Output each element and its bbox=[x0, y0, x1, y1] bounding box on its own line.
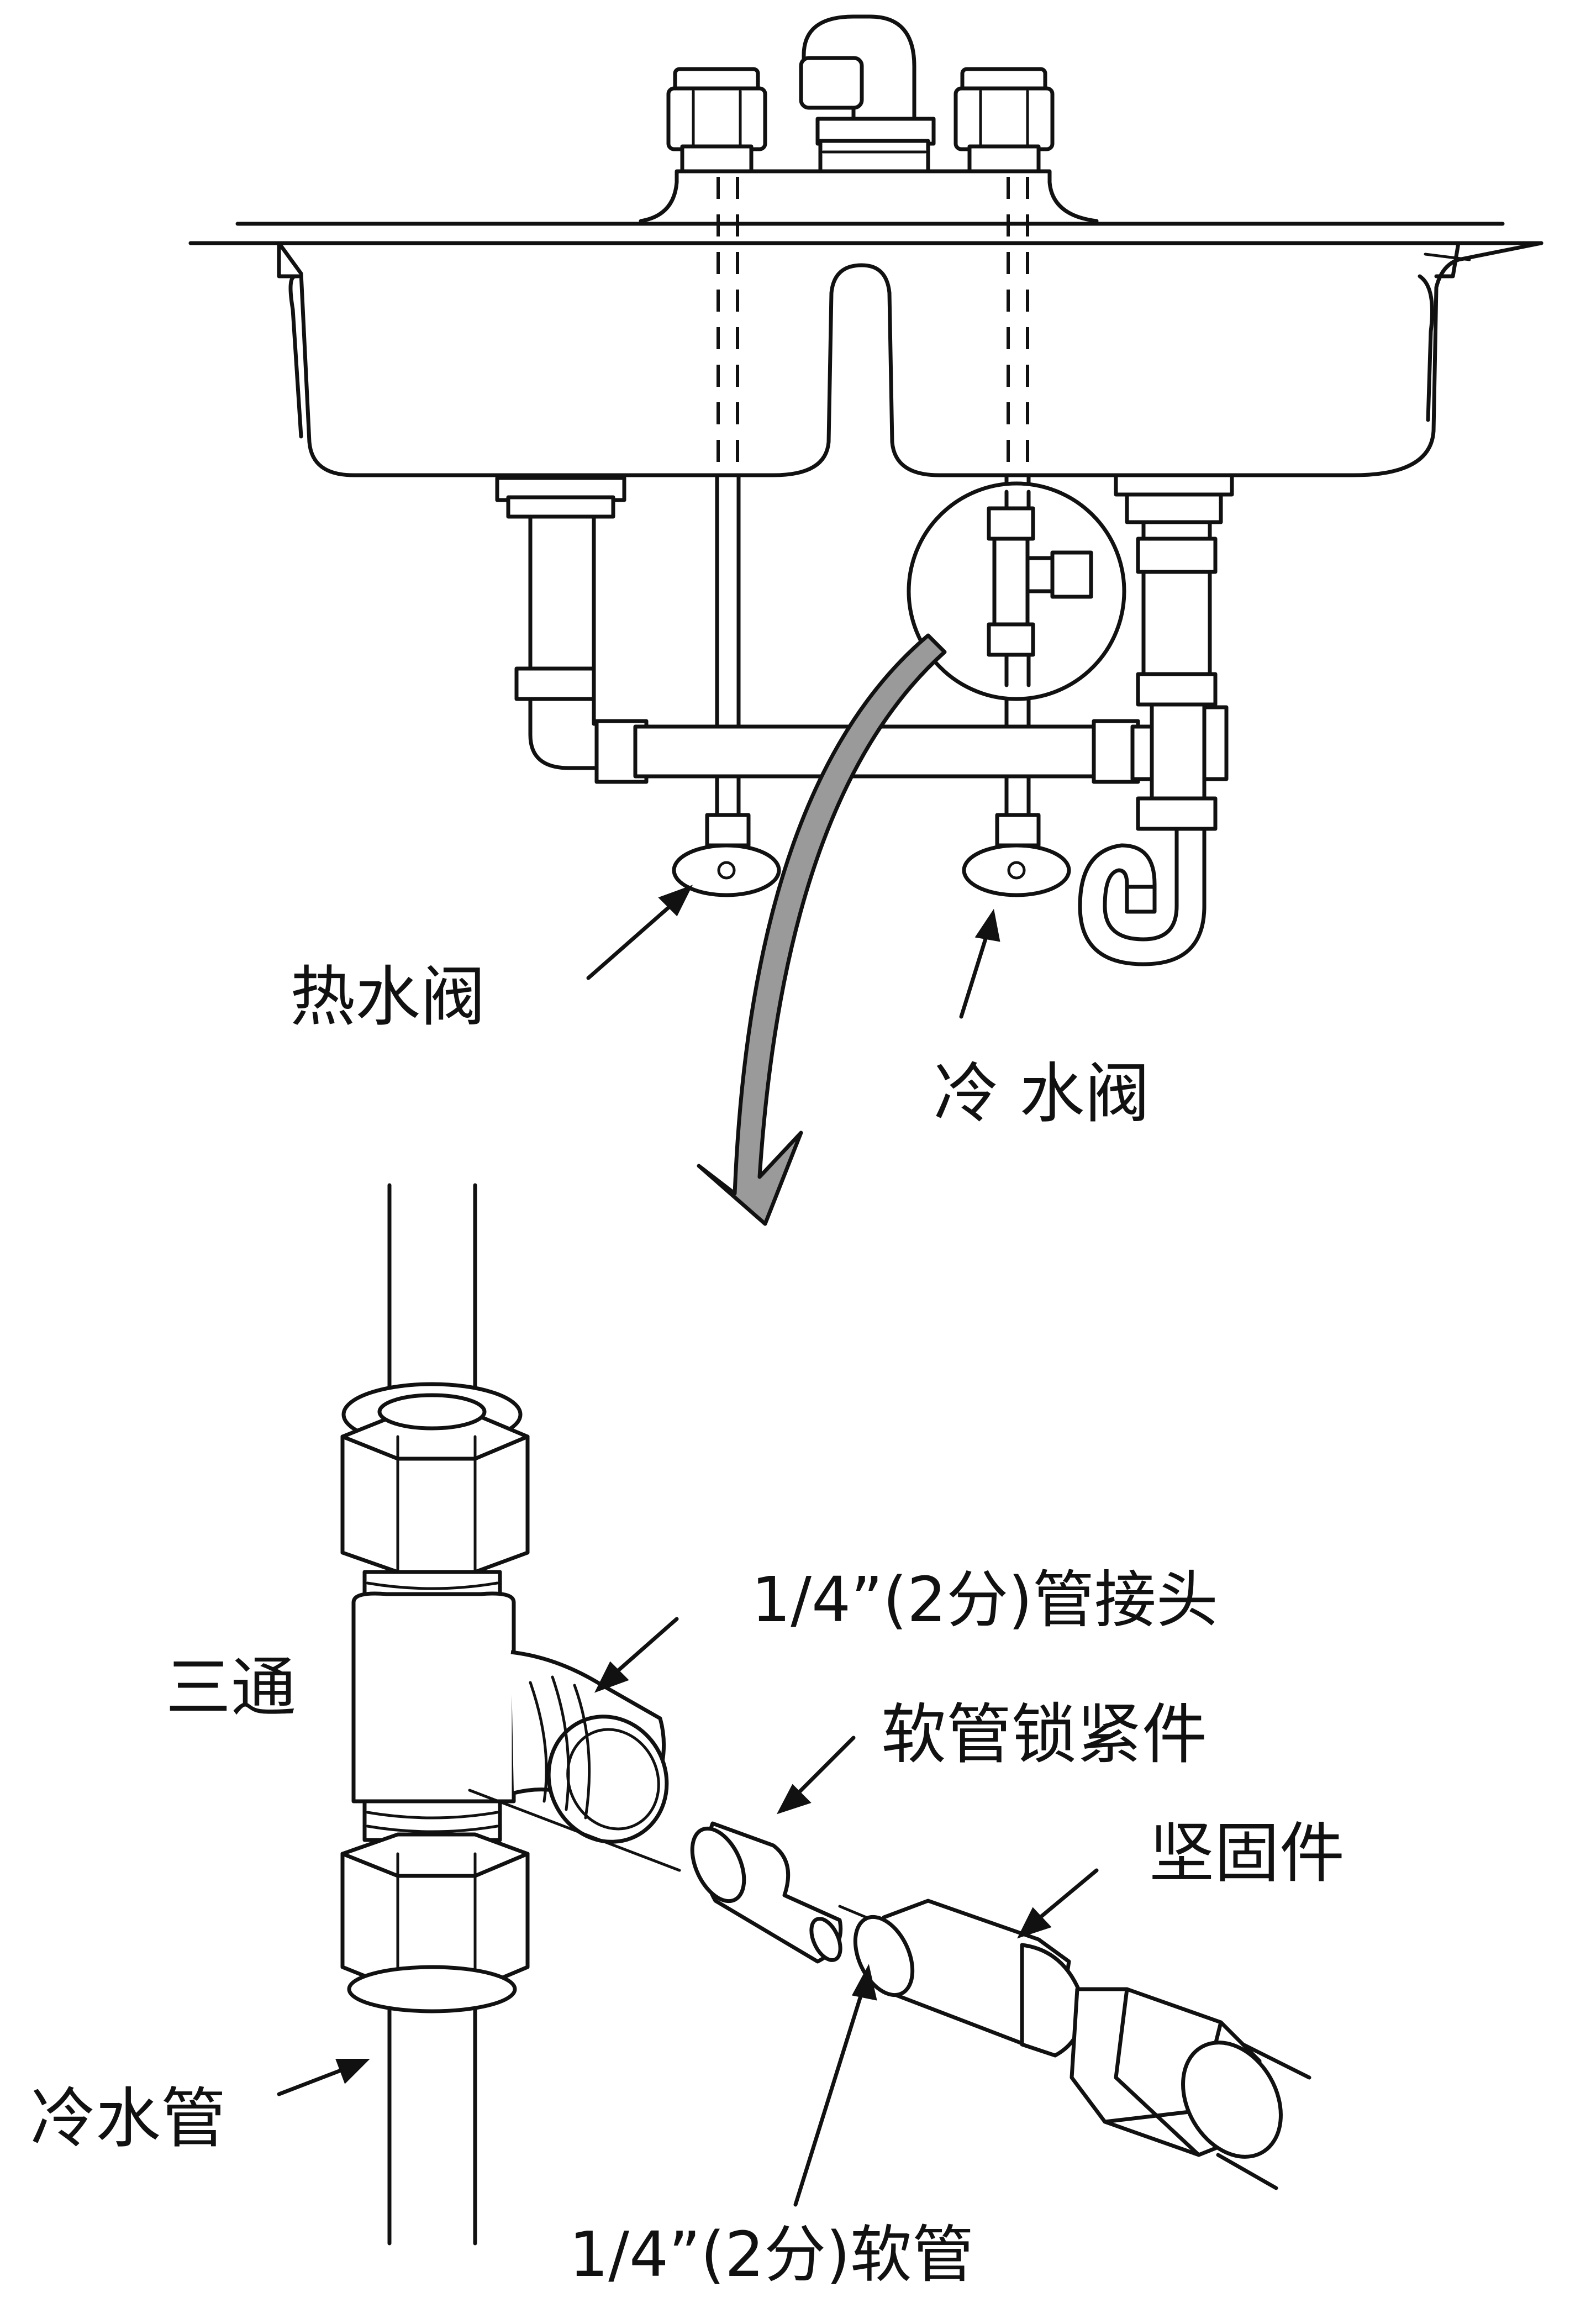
double-sink bbox=[188, 222, 1543, 477]
tee-label: 三通 bbox=[166, 1649, 297, 1726]
faucet bbox=[639, 14, 1099, 223]
detail-magnifier bbox=[907, 481, 1126, 701]
cold-valve bbox=[962, 813, 1071, 897]
fastener-nut bbox=[853, 1899, 1283, 2159]
zoom-arrow bbox=[697, 633, 947, 1226]
assembly-axis bbox=[468, 1789, 681, 1872]
cold-valve-label: 冷 水阀 bbox=[934, 1055, 1150, 1132]
pipe-connector-label: 1/4”(2分)管接头 bbox=[751, 1564, 1218, 1636]
hose-label: 1/4”(2分)软管 bbox=[569, 2219, 974, 2291]
hot-valve bbox=[672, 813, 781, 897]
pointer-arrows-top bbox=[586, 885, 1000, 1019]
pointer-arrows-detail bbox=[277, 1617, 1099, 2207]
hose-tube bbox=[1216, 2042, 1311, 2190]
drain-plumbing bbox=[495, 473, 1234, 966]
tee-fitting bbox=[340, 1382, 669, 2013]
hose-lock-ferrule bbox=[690, 1821, 843, 1964]
hose-lock-label: 软管锁紧件 bbox=[881, 1696, 1208, 1773]
cold-water-pipe bbox=[387, 1183, 477, 2246]
fastener-label: 坚固件 bbox=[1149, 1815, 1345, 1891]
hot-valve-label: 热水阀 bbox=[290, 959, 486, 1035]
cold-pipe-label: 冷水管 bbox=[30, 2080, 226, 2157]
